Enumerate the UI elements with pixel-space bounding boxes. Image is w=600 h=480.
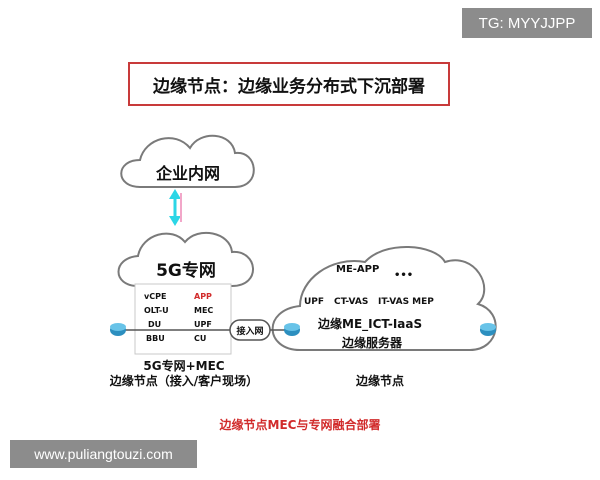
ct-vas-label: CT-VAS	[334, 297, 369, 307]
cell-vcpe: vCPE	[144, 292, 167, 301]
router-icon-middle	[284, 323, 300, 336]
right-caption: 边缘节点	[355, 374, 404, 388]
cell-olt-u: OLT-U	[144, 306, 169, 315]
me-app-label: ME-APP	[336, 264, 380, 275]
router-icon-left	[110, 323, 126, 336]
upf-label: UPF	[304, 297, 325, 307]
connector-label: 接入网	[236, 327, 264, 337]
cell-du: DU	[148, 320, 162, 329]
it-vas-mep-label: IT-VAS MEP	[378, 297, 434, 307]
ellipsis-icon: •••	[394, 270, 414, 281]
cell-mec: MEC	[194, 306, 214, 315]
left-caption-line1: 5G专网+MEC	[143, 359, 225, 373]
edge-cloud	[271, 245, 497, 351]
watermark: www.puliangtouzi.com	[10, 440, 197, 468]
cloud-5g-label: 5G专网	[156, 261, 216, 281]
cell-upf: UPF	[194, 320, 212, 329]
cell-cu: CU	[194, 334, 207, 343]
router-icon-right	[480, 323, 496, 336]
tg-badge: TG: MYYJJPP	[462, 8, 592, 38]
bottom-caption: 边缘节点MEC与专网融合部署	[219, 418, 381, 432]
cell-app: APP	[194, 292, 212, 301]
left-caption-line2: 边缘节点（接入/客户现场）	[109, 374, 259, 388]
enterprise-cloud-label: 企业内网	[155, 164, 220, 183]
cell-bbu: BBU	[146, 334, 165, 343]
edge-server-label: 边缘服务器	[342, 336, 403, 350]
enterprise-cloud	[120, 134, 255, 188]
node-box	[134, 283, 232, 355]
connector-pill	[229, 319, 271, 341]
edge-ict-iaas-label: 边缘ME_ICT-IaaS	[318, 317, 423, 331]
diagram-title: 边缘节点：边缘业务分布式下沉部署	[128, 62, 450, 106]
bidirectional-arrow	[169, 189, 182, 226]
cloud-5g	[117, 232, 254, 287]
